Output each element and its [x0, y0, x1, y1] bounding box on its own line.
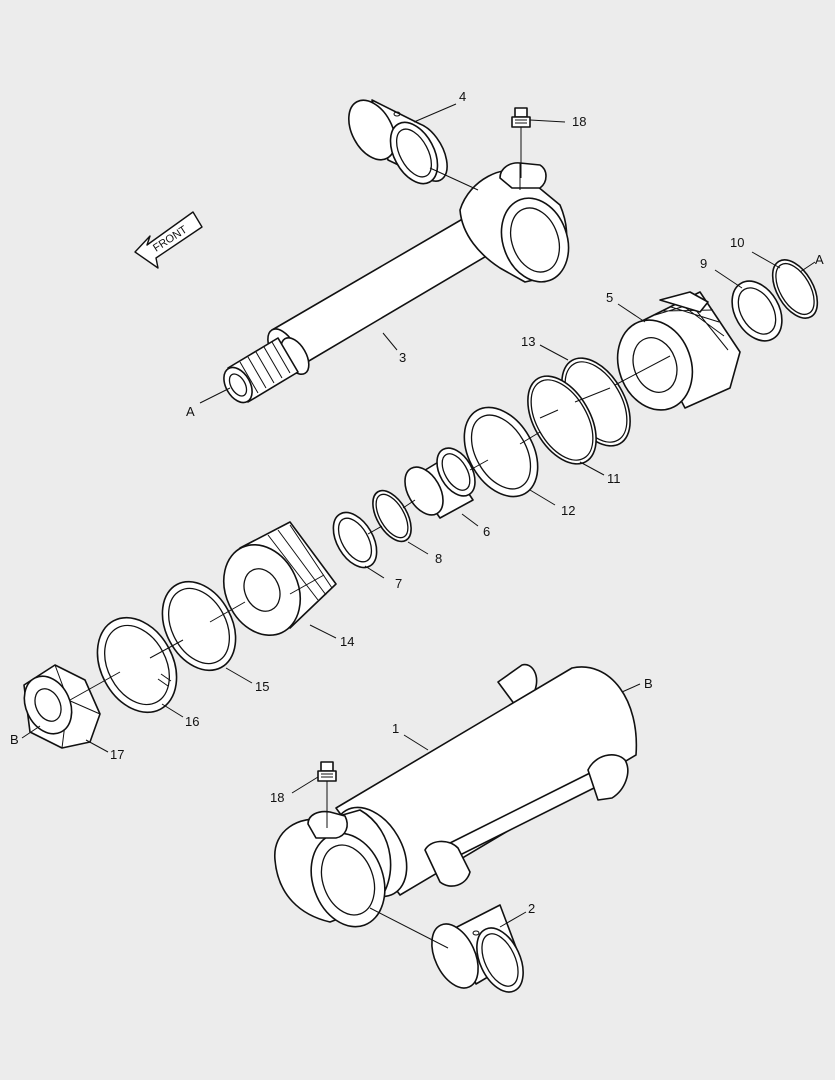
label-part-3: 3	[399, 350, 406, 365]
label-part-18-top: 18	[572, 114, 586, 129]
label-part-1: 1	[392, 721, 399, 736]
grease-nipple-top-part-18	[511, 107, 531, 178]
bushing-top-part-4	[348, 99, 448, 185]
backup-ring-part-11	[527, 375, 597, 465]
label-leaders	[21, 103, 816, 928]
label-part-8: 8	[435, 551, 442, 566]
hex-nut-part-17	[23, 664, 101, 749]
wiper-ring-part-9	[731, 280, 783, 342]
label-part-6: 6	[483, 524, 490, 539]
bushing-bottom-part-2	[431, 904, 524, 993]
wear-ring-part-15	[161, 580, 237, 672]
label-part-10: 10	[730, 235, 744, 250]
label-part-17: 17	[110, 747, 124, 762]
reference-letter-labels: A A B B	[10, 252, 824, 747]
label-ref-b-cylinder: B	[644, 676, 653, 691]
label-part-11: 11	[607, 471, 621, 486]
ring-part-8	[372, 489, 412, 543]
label-part-9: 9	[700, 256, 707, 271]
label-part-2: 2	[528, 901, 535, 916]
seal-ring-part-7	[332, 511, 378, 569]
piston-part-14	[223, 521, 337, 637]
label-part-12: 12	[561, 503, 575, 518]
piston-rod-part-3	[223, 162, 570, 404]
assembly-centerlines	[69, 167, 671, 949]
bushing-part-6	[404, 447, 476, 519]
label-part-5: 5	[606, 290, 613, 305]
label-ref-b-nut: B	[10, 732, 19, 747]
label-part-4: 4	[459, 89, 466, 104]
front-arrow-icon: FRONT	[134, 211, 203, 269]
cylinder-tube-part-1	[274, 663, 638, 928]
label-part-7: 7	[395, 576, 402, 591]
grease-nipple-bottom-part-18	[317, 761, 337, 828]
label-part-15: 15	[255, 679, 269, 694]
label-part-14: 14	[340, 634, 354, 649]
label-part-18-bottom: 18	[270, 790, 284, 805]
label-part-16: 16	[185, 714, 199, 729]
cylinder-head-part-5	[616, 291, 741, 411]
part-number-labels: 4 18 3 5 9 10 13 11 12 6 8 7 14 15 16 17…	[110, 89, 744, 916]
label-ref-a-ring: A	[815, 252, 824, 267]
snap-ring-part-10	[771, 259, 819, 319]
label-part-13: 13	[521, 334, 535, 349]
split-ring-part-16	[96, 616, 178, 714]
label-ref-a-rod: A	[186, 404, 195, 419]
